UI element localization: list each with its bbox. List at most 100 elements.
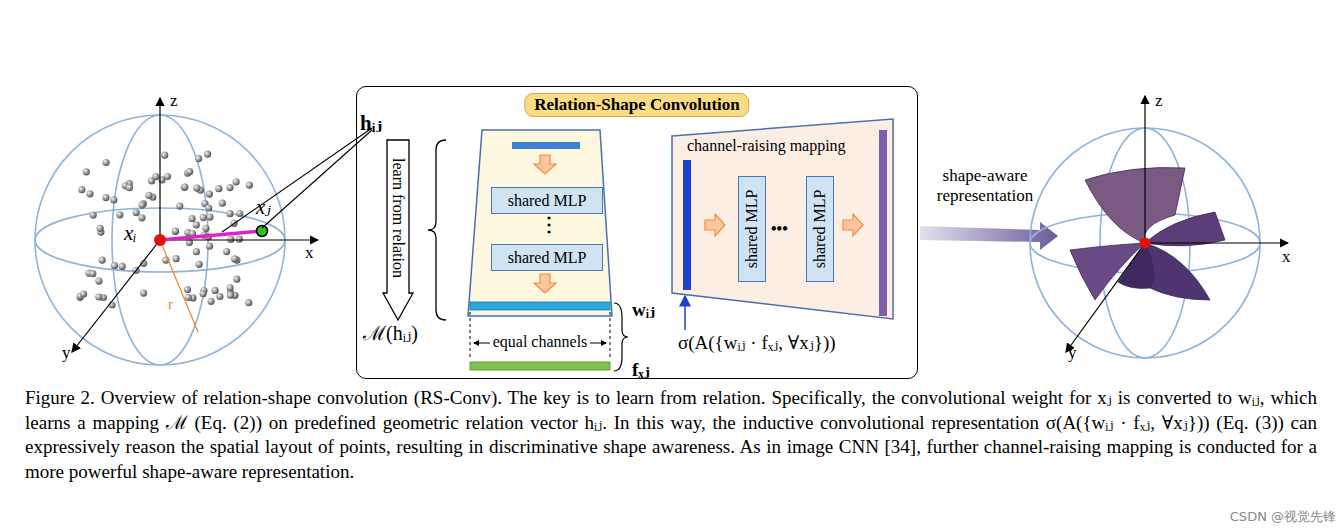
point	[206, 214, 213, 221]
point	[172, 228, 179, 235]
mapping-label: ℳ(hᵢⱼ)	[363, 322, 418, 344]
mlp-label: shared MLP	[508, 249, 587, 267]
point	[202, 225, 209, 232]
point-cloud	[76, 151, 253, 309]
point	[152, 173, 159, 180]
point	[223, 248, 230, 255]
point	[195, 155, 202, 162]
dashed-guides	[470, 312, 610, 360]
arrow-label: shape-aware representation	[926, 166, 1044, 207]
point	[233, 276, 240, 283]
mlp-box: shared MLP	[806, 176, 834, 282]
relation-vector: hᵢⱼ	[360, 112, 382, 135]
point	[138, 214, 145, 221]
mlp-box: shared MLP	[491, 244, 603, 271]
point	[172, 228, 179, 235]
point	[208, 298, 215, 305]
point	[193, 248, 200, 255]
axis-label: x	[1282, 248, 1291, 267]
point	[184, 286, 191, 293]
point	[206, 191, 213, 198]
feature-bar	[470, 362, 610, 370]
point	[161, 152, 168, 159]
point	[97, 225, 104, 232]
radius-line	[160, 240, 198, 332]
point	[95, 278, 102, 285]
point	[111, 262, 118, 269]
point-label: xⱼ	[256, 196, 271, 219]
point	[233, 178, 240, 185]
relation-line	[160, 231, 262, 240]
shape-aware-arrow	[920, 222, 1058, 250]
point	[186, 168, 193, 175]
point	[110, 196, 117, 203]
point	[231, 255, 238, 262]
point	[173, 255, 180, 262]
arrow-text: learn from relation	[389, 158, 407, 278]
point	[200, 214, 207, 221]
point	[246, 182, 253, 189]
point	[236, 210, 243, 217]
point	[86, 190, 93, 197]
point	[99, 257, 106, 264]
input-arrow	[684, 296, 686, 330]
point	[205, 204, 212, 211]
panel-title: Relation-Shape Convolution	[524, 93, 749, 117]
trapezoid	[672, 119, 893, 319]
axis-label: y	[1068, 344, 1077, 363]
feature-label: fₓⱼ	[632, 360, 650, 381]
point	[133, 209, 140, 216]
channel-raising-panel: channel-raising mapping shared MLP shared …	[671, 118, 895, 320]
point	[176, 203, 183, 210]
watermark: CSDN @视觉先锋	[1230, 510, 1336, 524]
point	[206, 243, 213, 250]
neighbor-point	[257, 226, 268, 237]
weight-bar	[470, 302, 610, 310]
ellipsis: •••	[771, 220, 788, 238]
ellipsis: ⋮	[539, 213, 559, 235]
point	[140, 290, 147, 297]
point	[126, 184, 133, 191]
point	[226, 210, 233, 217]
point	[80, 290, 87, 297]
point	[90, 212, 97, 219]
point	[227, 284, 234, 291]
zoom-line	[222, 128, 372, 232]
point	[236, 236, 243, 243]
point	[95, 293, 102, 300]
point	[212, 287, 219, 294]
point	[116, 211, 123, 218]
axis-label: z	[170, 92, 178, 111]
point	[227, 292, 234, 299]
figure-caption: Figure 2. Overview of relation-shape con…	[25, 386, 1317, 484]
point	[226, 184, 233, 191]
center-point	[154, 234, 166, 246]
axis-label: x	[305, 244, 314, 263]
point	[200, 290, 207, 297]
point	[193, 185, 200, 192]
point	[196, 261, 203, 268]
point	[145, 192, 152, 199]
mlp-label: shared MLP	[811, 190, 829, 269]
relation-bar	[512, 142, 580, 149]
mlp-box: shared MLP	[491, 187, 603, 214]
point	[193, 221, 200, 228]
point	[139, 202, 146, 209]
point-label: xᵢ	[124, 222, 137, 245]
point	[189, 215, 196, 222]
point	[103, 159, 110, 166]
axis-label: y	[62, 344, 71, 363]
radius-label: r	[168, 296, 173, 313]
mlp-box: shared MLP	[738, 176, 766, 282]
input-bar	[683, 160, 691, 290]
weight-label: wᵢⱼ	[632, 300, 655, 321]
point	[181, 184, 188, 191]
point	[83, 168, 90, 175]
width-label: equal channels	[490, 333, 591, 351]
point	[185, 294, 192, 301]
point	[78, 186, 85, 193]
formula: σ(A({wᵢⱼ · fₓⱼ, ∀xⱼ}))	[678, 333, 836, 354]
mlp-label: shared MLP	[508, 192, 587, 210]
point	[216, 293, 223, 300]
panel-heading: channel-raising mapping	[687, 137, 846, 155]
